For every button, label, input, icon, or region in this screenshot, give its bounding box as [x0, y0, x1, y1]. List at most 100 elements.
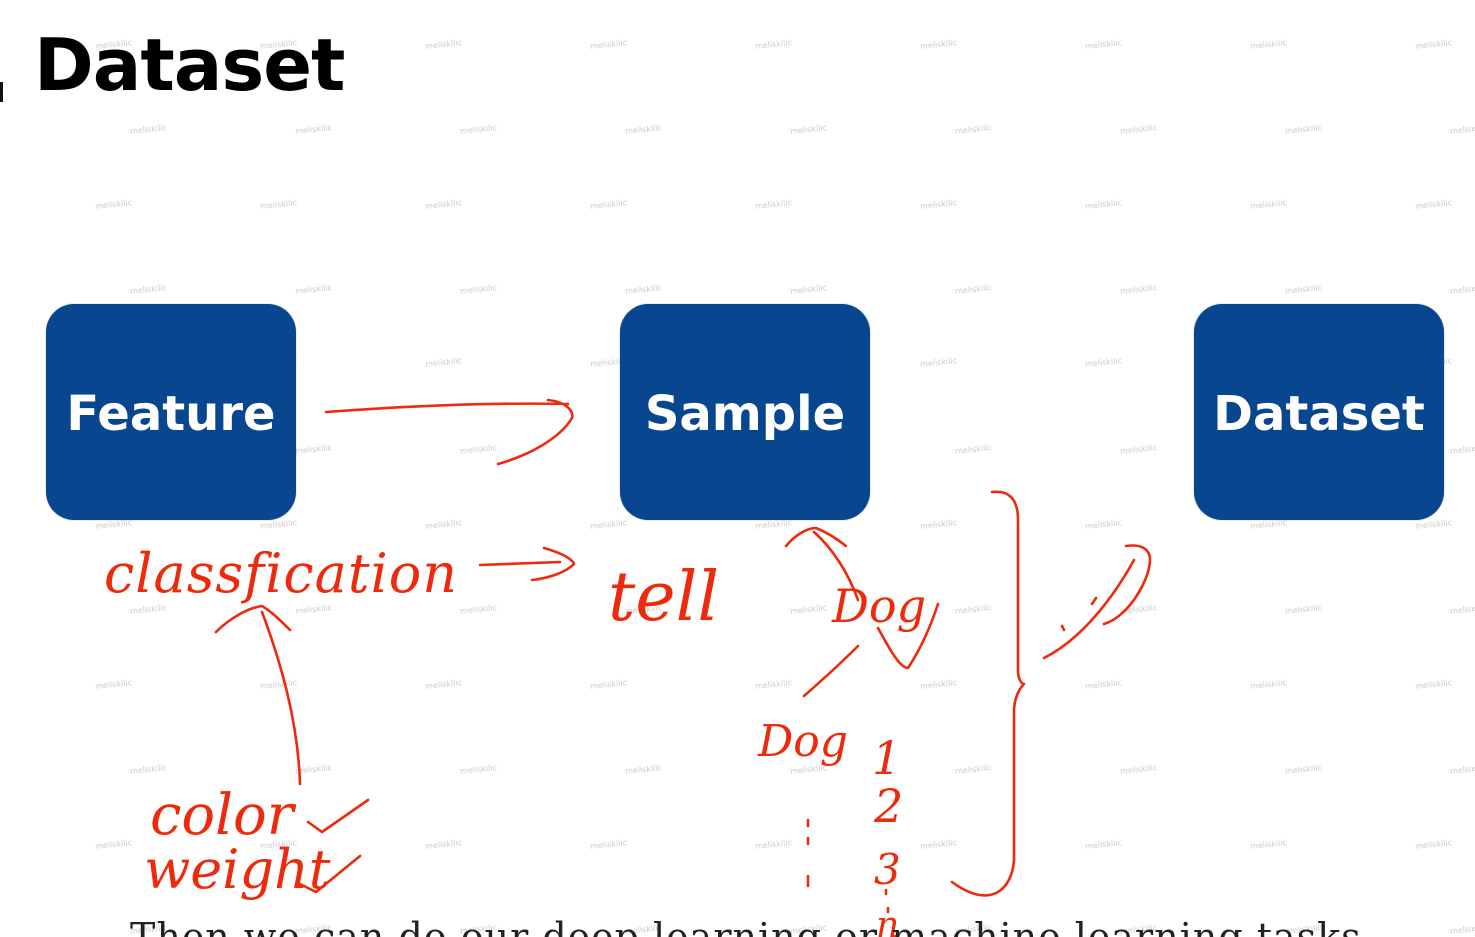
- number-dots: [884, 888, 890, 914]
- arrow-classification-to-tell: [478, 546, 576, 582]
- watermark-text: meliskilic: [1084, 518, 1123, 531]
- watermark-text: meliskilic: [1284, 283, 1323, 296]
- watermark-text: meliskilic: [789, 603, 828, 616]
- watermark-text: meliskilic: [294, 763, 333, 776]
- watermark-text: meliskilic: [1449, 603, 1475, 616]
- watermark-text: meliskilic: [1249, 518, 1288, 531]
- watermark-text: meliskilic: [589, 838, 628, 851]
- watermark-text: meliskilic: [1414, 518, 1453, 531]
- watermark-text: meliskilic: [1284, 763, 1323, 776]
- dataset-box: Dataset: [1194, 304, 1444, 520]
- watermark-text: meliskilic: [754, 838, 793, 851]
- arrow-to-dataset: [1042, 544, 1152, 660]
- watermark-text: meliskilic: [1119, 443, 1158, 456]
- watermark-text: meliskilic: [1249, 38, 1288, 51]
- watermark-text: meliskilic: [129, 283, 168, 296]
- watermark-text: meliskilic: [1449, 123, 1475, 136]
- watermark-text: meliskilic: [424, 838, 463, 851]
- watermark-text: meliskilic: [294, 283, 333, 296]
- page-title: Dataset: [34, 23, 345, 107]
- arrow-color-to-classification: [214, 604, 302, 786]
- watermark-text: meliskilic: [294, 443, 333, 456]
- sample-box-label: Sample: [644, 386, 846, 442]
- watermark-text: meliskilic: [129, 123, 168, 136]
- handwritten-dog-lower: Dog: [757, 716, 848, 767]
- bottom-caption: Then we can do our deep learning or mach…: [130, 915, 1362, 937]
- watermark-text: meliskilic: [259, 678, 298, 691]
- watermark-text: meliskilic: [424, 518, 463, 531]
- feature-box-label: Feature: [66, 386, 276, 442]
- watermark-text: meliskilic: [424, 678, 463, 691]
- watermark-text: meliskilic: [259, 198, 298, 211]
- feature-box: Feature: [46, 304, 296, 520]
- watermark-text: meliskilic: [259, 838, 298, 851]
- watermark-text: meliskilic: [424, 356, 463, 369]
- watermark-text: meliskilic: [1284, 603, 1323, 616]
- watermark-text: meliskilic: [919, 518, 958, 531]
- check-mark-color: [306, 798, 370, 834]
- watermark-text: meliskilic: [789, 283, 828, 296]
- watermark-text: meliskilic: [919, 38, 958, 51]
- watermark-text: meliskilic: [919, 838, 958, 851]
- watermark-text: meliskilic: [589, 198, 628, 211]
- watermark-text: meliskilic: [459, 763, 498, 776]
- handwritten-weight: weight: [144, 838, 331, 901]
- watermark-text: meliskilic: [1249, 838, 1288, 851]
- watermark-text: meliskilic: [129, 763, 168, 776]
- watermark-text: meliskilic: [589, 518, 628, 531]
- handwritten-number-3: 3: [874, 845, 901, 894]
- watermark-text: meliskilic: [294, 123, 333, 136]
- watermark-text: meliskilic: [589, 38, 628, 51]
- watermark-text: meliskilic: [1284, 123, 1323, 136]
- watermark-text: meliskilic: [94, 198, 133, 211]
- watermark-text: meliskilic: [754, 198, 793, 211]
- watermark-text: meliskilic: [1249, 198, 1288, 211]
- watermark-text: meliskilic: [1119, 603, 1158, 616]
- watermark-text: meliskilic: [624, 763, 663, 776]
- watermark-text: meliskilic: [424, 38, 463, 51]
- watermark-text: meliskilic: [624, 123, 663, 136]
- watermark-text: meliskilic: [259, 518, 298, 531]
- handwritten-dog-upper: Dog: [831, 579, 926, 633]
- watermark-text: meliskilic: [459, 603, 498, 616]
- sample-box: Sample: [620, 304, 870, 520]
- watermark-text: meliskilic: [589, 678, 628, 691]
- watermark-text: meliskilic: [294, 603, 333, 616]
- watermark-text: meliskilic: [954, 443, 993, 456]
- tick-dataset-marks: [1060, 596, 1098, 632]
- arrow-feature-to-sample: [324, 398, 574, 466]
- handwritten-number-2: 2: [873, 779, 903, 833]
- watermark-text: meliskilic: [1084, 678, 1123, 691]
- connector-dog-lines: [802, 644, 860, 698]
- watermark-text: meliskilic: [1449, 923, 1475, 936]
- watermark-text: meliskilic: [94, 838, 133, 851]
- watermark-text: meliskilic: [789, 763, 828, 776]
- watermark-text: meliskilic: [459, 283, 498, 296]
- watermark-text: meliskilic: [1084, 198, 1123, 211]
- watermark-text: meliskilic: [754, 38, 793, 51]
- watermark-text: meliskilic: [954, 283, 993, 296]
- watermark-text: meliskilic: [1449, 763, 1475, 776]
- watermark-text: meliskilic: [1249, 678, 1288, 691]
- watermark-text: meliskilic: [1119, 283, 1158, 296]
- watermark-text: meliskilic: [424, 198, 463, 211]
- bracket-brace: [950, 490, 1026, 897]
- watermark-text: meliskilic: [1449, 283, 1475, 296]
- watermark-text: meliskilic: [1119, 763, 1158, 776]
- watermark-text: meliskilic: [919, 356, 958, 369]
- handwritten-tell: tell: [608, 558, 719, 637]
- watermark-text: meliskilic: [94, 678, 133, 691]
- watermark-text: meliskilic: [1084, 38, 1123, 51]
- watermark-text: meliskilic: [954, 603, 993, 616]
- watermark-text: meliskilic: [1084, 356, 1123, 369]
- dog-v-mark: [876, 602, 940, 670]
- watermark-text: meliskilic: [459, 123, 498, 136]
- watermark-text: meliskilic: [919, 198, 958, 211]
- watermark-text: meliskilic: [94, 518, 133, 531]
- left-edge-mark: [0, 82, 3, 102]
- handwritten-number-1: 1: [872, 731, 901, 785]
- watermark-text: meliskilic: [624, 283, 663, 296]
- watermark-text: meliskilic: [954, 123, 993, 136]
- watermark-text: meliskilic: [459, 443, 498, 456]
